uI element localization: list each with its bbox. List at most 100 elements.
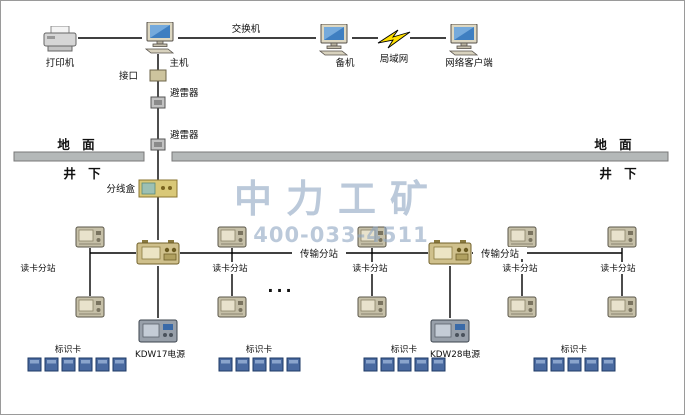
underground-label-left: 井 下 — [63, 166, 104, 181]
card-reader-substation-icon — [357, 296, 387, 318]
id-tag — [567, 357, 582, 372]
id-tag-label: 标识卡 — [391, 343, 418, 355]
id-tag-label: 标识卡 — [561, 343, 588, 355]
id-tag-shine — [64, 360, 73, 364]
arrester-top-label: 避雷器 — [170, 87, 199, 99]
cables — [78, 37, 623, 318]
card-reader-substation-icon — [217, 226, 247, 248]
transmission-substation-left-icon — [136, 240, 180, 265]
ground-band-left — [13, 151, 145, 162]
id-tag — [112, 357, 127, 372]
id-tag-shine — [30, 360, 39, 364]
underground-label-right: 井 下 — [599, 166, 640, 181]
junction-panel — [141, 182, 156, 195]
label-bg — [14, 262, 62, 274]
ground-label-left: 地 面 — [57, 137, 98, 152]
host-label: 主机 — [169, 57, 189, 69]
id-tag-shine — [570, 360, 579, 364]
id-tag-shine — [221, 360, 230, 364]
id-tag-group — [218, 357, 301, 372]
card-reader-substation-icon — [607, 296, 637, 318]
label-bg — [206, 262, 254, 274]
id-tag — [363, 357, 378, 372]
id-tag-shine — [587, 360, 596, 364]
id-tag-shine — [417, 360, 426, 364]
interface-label: 接口 — [119, 70, 138, 82]
card-reader-substation-icon — [217, 296, 247, 318]
id-tag — [61, 357, 76, 372]
transmission-left-label: 传输分站 — [300, 248, 339, 260]
card-reader-substation-icon — [507, 296, 537, 318]
id-tag-group — [27, 357, 127, 372]
id-tag — [235, 357, 250, 372]
watermark-phone: 400-033-4511 — [253, 223, 429, 247]
arrester-bottom-label: 避雷器 — [170, 129, 199, 141]
ellipsis-label: ... — [267, 277, 294, 296]
labels: 打印机 主机 交换机 备机 局域网 网络客户端 接口 避雷器 避雷器 地 面 地… — [14, 23, 642, 360]
id-tag-shine — [383, 360, 392, 364]
id-tag-shine — [98, 360, 107, 364]
reader-label: 读卡分站 — [352, 262, 387, 274]
reader-label: 读卡分站 — [212, 262, 247, 274]
id-tag-shine — [255, 360, 264, 364]
id-tag — [550, 357, 565, 372]
id-tag-shine — [272, 360, 281, 364]
reader-label: 读卡分站 — [20, 262, 55, 274]
id-tag-group — [363, 357, 446, 372]
client-label: 网络客户端 — [445, 57, 493, 69]
id-tag — [414, 357, 429, 372]
id-tag-shine — [289, 360, 298, 364]
power-supply-left-icon — [138, 319, 178, 343]
id-tag — [584, 357, 599, 372]
label-bg — [496, 262, 544, 274]
label-bg — [473, 247, 527, 259]
reader-label: 读卡分站 — [502, 262, 537, 274]
id-tag — [44, 357, 59, 372]
id-tag — [269, 357, 284, 372]
switch-label: 交换机 — [232, 23, 261, 35]
lightning-bolt-icon — [377, 29, 411, 49]
junction-terminal — [168, 186, 172, 190]
id-tag — [601, 357, 616, 372]
arrester-bottom-core — [154, 142, 162, 147]
power-supply-right-icon — [430, 319, 470, 343]
id-tag-shine — [238, 360, 247, 364]
ground-band-right — [171, 151, 669, 162]
id-tag — [397, 357, 412, 372]
label-bg — [346, 262, 394, 274]
label-bg — [292, 247, 346, 259]
id-tag — [78, 357, 93, 372]
backup-label: 备机 — [335, 57, 355, 69]
id-tag — [218, 357, 233, 372]
card-reader-substation-icon — [75, 226, 105, 248]
reader-label: 读卡分站 — [600, 262, 635, 274]
lightning-arrester-bottom-icon — [150, 138, 166, 151]
id-tag-shine — [553, 360, 562, 364]
card-reader-substation-icon — [75, 296, 105, 318]
id-tag — [380, 357, 395, 372]
junction-box-label: 分线盒 — [106, 183, 135, 195]
id-tag — [27, 357, 42, 372]
id-tag-label: 标识卡 — [55, 343, 82, 355]
id-tag — [533, 357, 548, 372]
power-left-label: KDW17电源 — [135, 348, 185, 360]
interface-box-icon — [149, 69, 167, 82]
id-tag — [286, 357, 301, 372]
id-tag-shine — [604, 360, 613, 364]
ground-label-right: 地 面 — [594, 137, 635, 152]
id-tag-shine — [81, 360, 90, 364]
id-tag-group — [533, 357, 616, 372]
id-tag-shine — [115, 360, 124, 364]
id-tag-shine — [366, 360, 375, 364]
id-tag-shine — [536, 360, 545, 364]
id-tag-label: 标识卡 — [246, 343, 273, 355]
watermark: 中力工矿 400-033-4511 — [234, 177, 429, 247]
printer-label: 打印机 — [46, 57, 75, 69]
lan-label: 局域网 — [380, 53, 409, 65]
transmission-right-label: 传输分站 — [481, 248, 520, 260]
id-tag — [252, 357, 267, 372]
id-tag-shine — [434, 360, 443, 364]
